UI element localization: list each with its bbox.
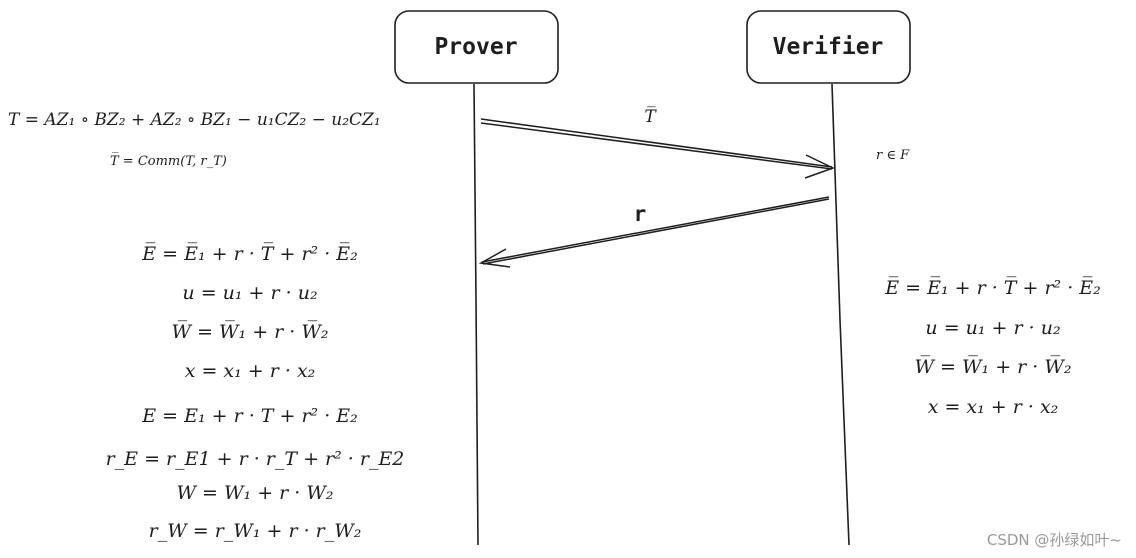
prover-lifeline	[473, 83, 479, 546]
verifier-eq-u: u = u₁ + r · u₂	[925, 317, 1061, 339]
prover-eq-w-bar: W̅ = W̅₁ + r · W̅₂	[171, 321, 329, 343]
prover-eq-x: x = x₁ + r · x₂	[184, 360, 316, 382]
verifier-actor-box	[746, 10, 911, 84]
prover-eq-r-e: r_E = r_E1 + r · r_T + r² · r_E2	[105, 448, 405, 470]
r-sample-formula: r ∈ F	[876, 148, 910, 163]
verifier-eq-x: x = x₁ + r · x₂	[927, 396, 1059, 418]
message-label-r: r	[634, 202, 647, 226]
prover-eq-e-bar: E̅ = E̅₁ + r · T̅ + r² · E̅₂	[142, 243, 358, 265]
verifier-eq-e-bar: E̅ = E̅₁ + r · T̅ + r² · E̅₂	[885, 277, 1101, 299]
prover-eq-r-w: r_W = r_W₁ + r · r_W₂	[148, 520, 362, 542]
message-label-t-bar: T̅	[644, 106, 657, 127]
csdn-watermark: CSDN @孙绿如叶~	[986, 531, 1122, 549]
t-definition-formula: T = AZ₁ ∘ BZ₂ + AZ₂ ∘ BZ₁ − u₁CZ₂ − u₂CZ…	[8, 110, 381, 130]
prover-eq-e: E = E₁ + r · T + r² · E₂	[142, 405, 358, 427]
prover-eq-w: W = W₁ + r · W₂	[176, 482, 334, 504]
message-arrow-t-bar	[480, 118, 835, 179]
prover-actor-box	[394, 10, 559, 84]
prover-eq-u: u = u₁ + r · u₂	[182, 282, 318, 304]
verifier-actor-label: Verifier	[773, 34, 884, 60]
message-arrow-r	[478, 196, 830, 268]
prover-actor-label: Prover	[434, 34, 517, 60]
t-commitment-formula: T̅ = Comm(T, r_T)	[110, 154, 227, 169]
verifier-lifeline	[831, 83, 850, 546]
verifier-eq-w-bar: W̅ = W̅₁ + r · W̅₂	[914, 356, 1072, 378]
